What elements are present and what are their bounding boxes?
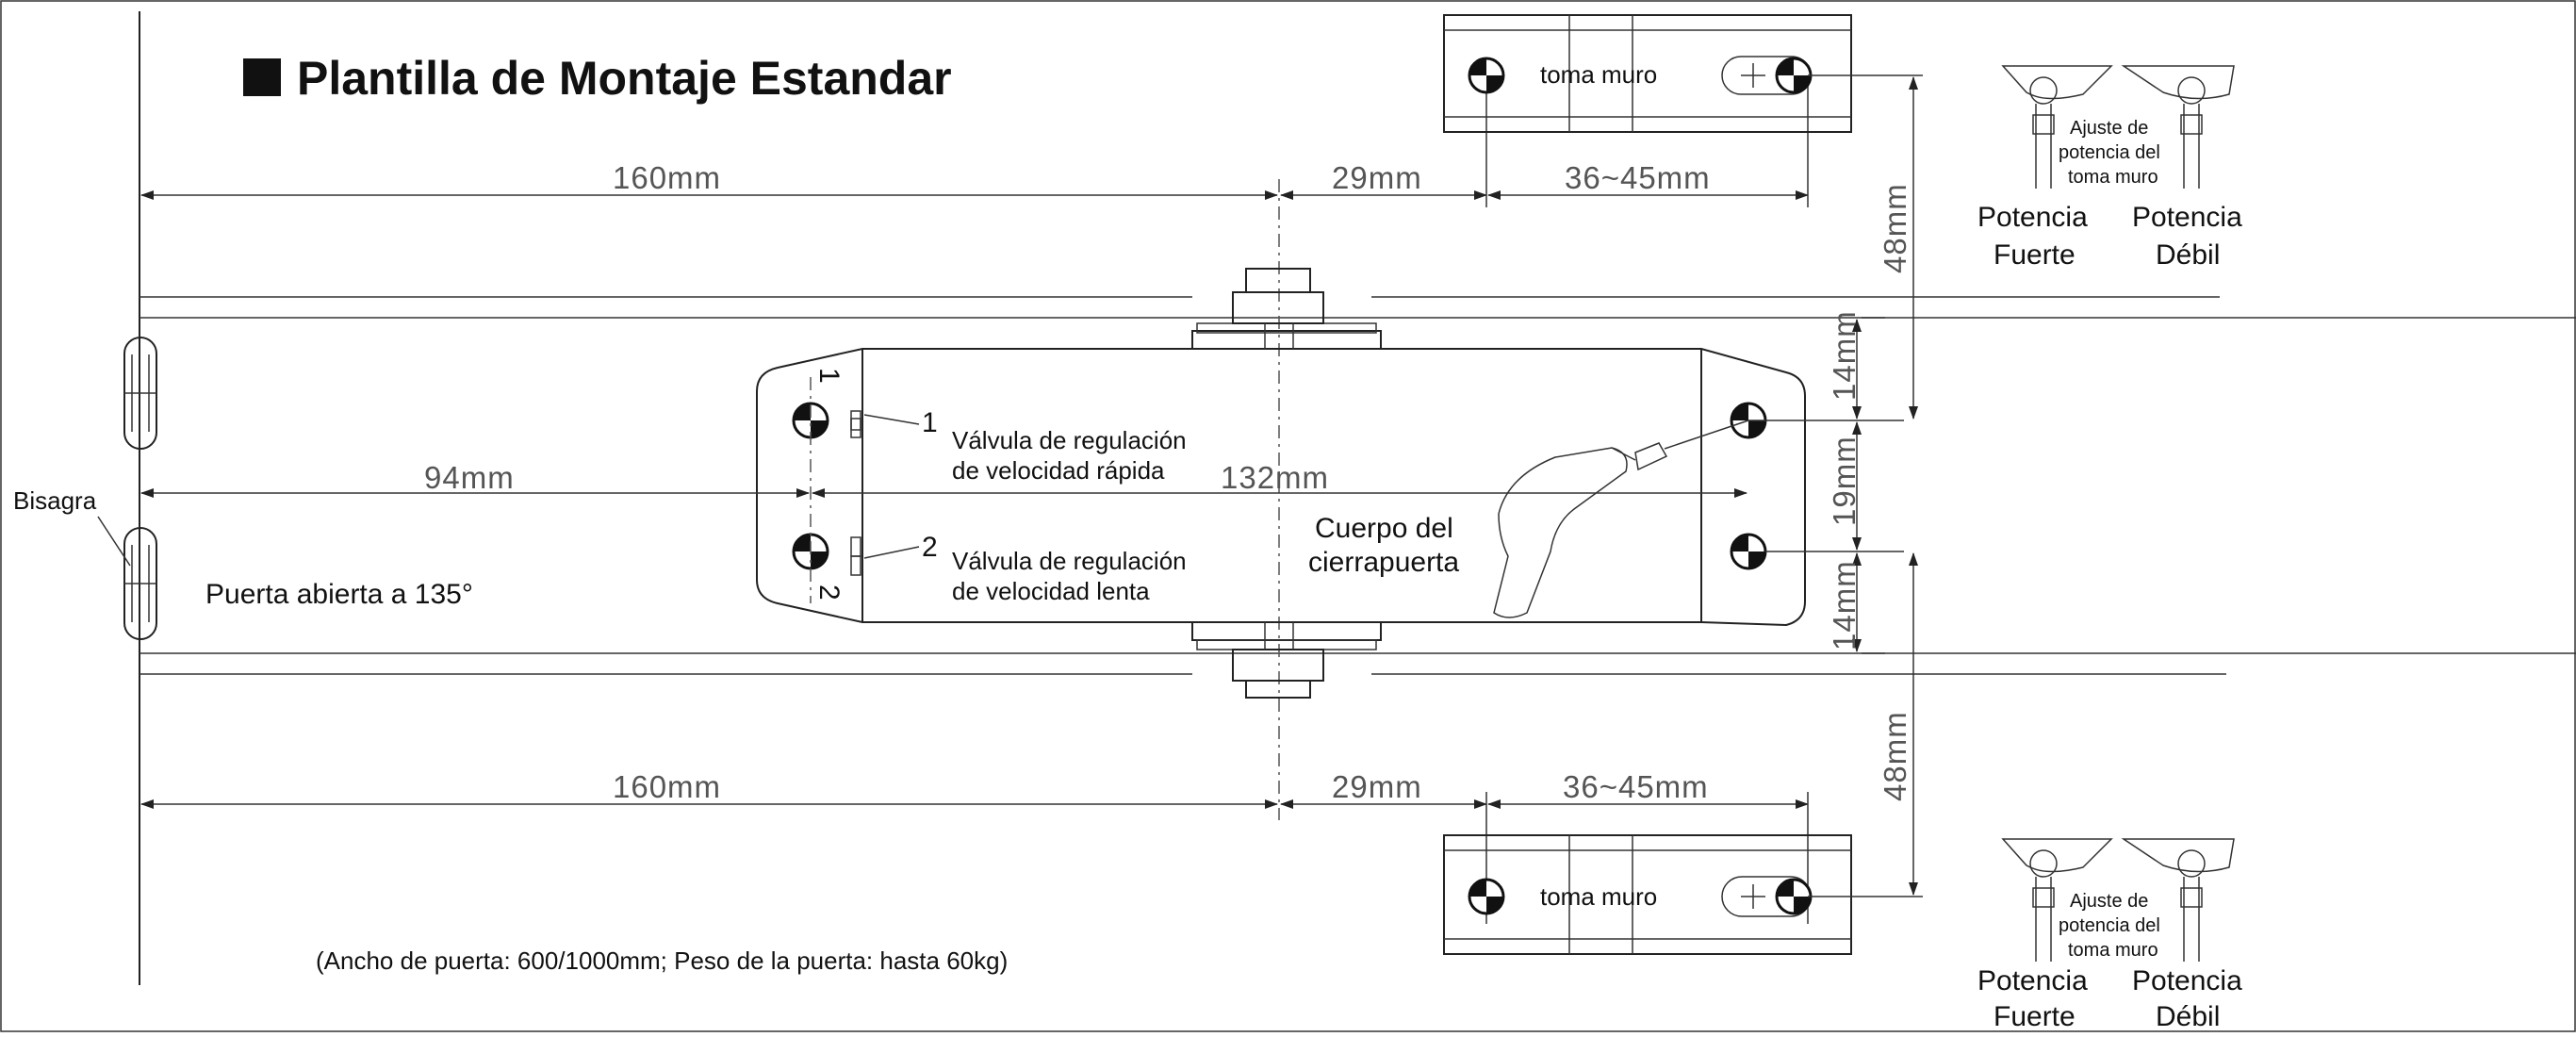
mount-hole-target-icon: [1730, 533, 1767, 570]
valve1-number: 1: [922, 407, 938, 438]
door-closer-body: [756, 268, 1806, 699]
power-adjust-icon-top: [2001, 65, 2235, 189]
dim-mid-132: 132mm: [1221, 460, 1329, 495]
bracket-bottom-target-icon: [1468, 878, 1505, 915]
hinge-label: Bisagra: [13, 486, 97, 515]
valve2-label-line1: Válvula de regulación: [952, 547, 1187, 575]
door-open-label: Puerta abierta a 135°: [205, 579, 473, 610]
bracket-bottom-target-icon: [1775, 878, 1813, 915]
power-top-strong-line2: Fuerte: [1994, 239, 2076, 271]
dim-v-48-bottom: 48mm: [1878, 711, 1912, 801]
adjust-bottom-line1: Ajuste de: [2070, 891, 2148, 912]
adjust-top-line1: Ajuste de: [2070, 118, 2148, 139]
side-mark-1: 1: [813, 368, 845, 384]
power-bottom-strong-line2: Fuerte: [1994, 1001, 2076, 1032]
adjust-top-line3: toma muro: [2068, 167, 2158, 188]
dim-bottom-36-45: 36~45mm: [1563, 769, 1709, 804]
dim-v-14-top: 14mm: [1827, 310, 1862, 401]
dim-left-94: 94mm: [424, 460, 515, 495]
adjust-top-line2: potencia del: [2059, 142, 2160, 163]
closer-body-label-line1: Cuerpo del: [1315, 513, 1453, 544]
valve1-leader: [863, 414, 920, 425]
drill-icon: [1493, 420, 1904, 618]
adjust-bottom-line3: toma muro: [2068, 940, 2158, 961]
valve2-label-line2: de velocidad lenta: [952, 577, 1150, 605]
valve1-label-line1: Válvula de regulación: [952, 426, 1187, 454]
dim-bottom-160: 160mm: [613, 769, 721, 804]
adjust-bottom-line2: potencia del: [2059, 915, 2160, 936]
dim-v-19: 19mm: [1827, 436, 1862, 526]
power-bottom-weak-line1: Potencia: [2132, 965, 2242, 996]
closer-body-label-line2: cierrapuerta: [1308, 547, 1459, 578]
page-title: Plantilla de Montaje Estandar: [297, 52, 952, 105]
valve2-leader: [863, 546, 920, 559]
bracket-top-target-icon: [1468, 57, 1505, 94]
door-spec-note: (Ancho de puerta: 600/1000mm; Peso de la…: [316, 946, 1008, 975]
dim-bottom-29: 29mm: [1332, 769, 1422, 804]
power-adjust-icon-bottom: [2001, 838, 2235, 962]
dim-v-14-bottom: 14mm: [1827, 560, 1862, 650]
side-mark-2: 2: [813, 584, 845, 601]
frame-rails: [139, 296, 2576, 675]
bracket-bottom-label: toma muro: [1540, 882, 1657, 911]
power-top-weak-line2: Débil: [2156, 239, 2220, 271]
title-square-icon: [243, 58, 281, 96]
valve1-label-line2: de velocidad rápida: [952, 456, 1165, 485]
bracket-top-label: toma muro: [1540, 60, 1657, 89]
top-dimension-lines: [140, 75, 1809, 207]
power-bottom-strong-line1: Potencia: [1977, 965, 2088, 996]
dim-top-160: 160mm: [613, 160, 721, 195]
power-bottom-weak-line2: Débil: [2156, 1001, 2220, 1032]
hinge-icon: [123, 337, 157, 640]
valve2-number: 2: [922, 532, 938, 563]
dim-v-48-top: 48mm: [1878, 183, 1912, 273]
hinge-leader: [97, 516, 131, 567]
power-top-strong-line1: Potencia: [1977, 202, 2088, 233]
bracket-top-target-icon: [1775, 57, 1813, 94]
dim-top-29: 29mm: [1332, 160, 1422, 195]
dim-top-36-45: 36~45mm: [1565, 160, 1711, 195]
power-top-weak-line1: Potencia: [2132, 202, 2242, 233]
wall-bracket-top: [1443, 14, 1852, 133]
vertical-dimension-lines: [1808, 74, 1923, 897]
